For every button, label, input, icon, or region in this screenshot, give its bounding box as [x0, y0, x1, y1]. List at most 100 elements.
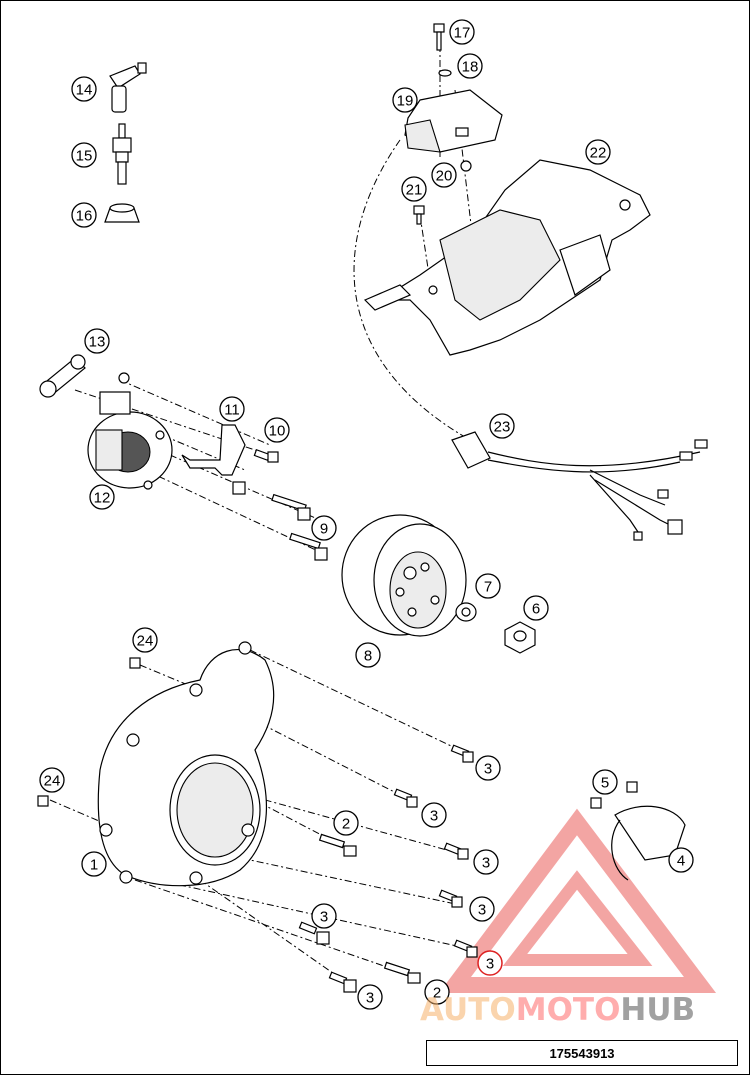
callout-3: 3 [475, 755, 501, 781]
callout-circle [469, 896, 495, 922]
callout-label: 14 [76, 82, 93, 99]
callout-label: 8 [364, 648, 372, 665]
callout-label: 11 [224, 402, 240, 419]
callout-label: 2 [342, 816, 350, 833]
ignition-coil-4 [611, 805, 686, 881]
callout-3: 3 [473, 849, 499, 875]
callout-3: 3 [421, 802, 447, 828]
callout-7: 7 [475, 573, 501, 599]
callout-label: 4 [677, 853, 685, 870]
holder-bracket-22 [363, 159, 651, 356]
callout-3: 3 [469, 896, 495, 922]
callout-19: 19 [392, 87, 418, 113]
callout-circle [219, 396, 245, 422]
rotor-8 [341, 514, 467, 637]
callout-circle [392, 87, 418, 113]
callout-circle [81, 851, 107, 877]
plug-24-upper [129, 657, 141, 669]
brand-auto: AUTO [420, 992, 516, 1028]
callout-13: 13 [84, 328, 110, 354]
callout-6: 6 [523, 595, 549, 621]
washer-18 [438, 69, 452, 77]
callout-10: 10 [264, 417, 290, 443]
bolts-9 [271, 493, 328, 561]
callout-circle [357, 984, 383, 1010]
callout-label: 22 [590, 145, 607, 162]
callout-label: 6 [532, 601, 540, 618]
callout-circle [473, 849, 499, 875]
callout-label: 10 [269, 423, 286, 440]
callout-11: 11 [219, 396, 245, 422]
screw-12-small [232, 481, 246, 495]
callout-circle [311, 515, 337, 541]
spark-plug-15 [112, 123, 132, 185]
callout-circle [71, 76, 97, 102]
callout-20: 20 [431, 162, 457, 188]
callout-2: 2 [424, 979, 450, 1005]
document-number-box: 175543913 [426, 1040, 738, 1066]
callout-4: 4 [668, 847, 694, 873]
callout-2: 2 [333, 810, 359, 836]
wiring-harness-23 [451, 431, 708, 541]
callout-circle [585, 139, 611, 165]
callout-label: 16 [76, 208, 93, 225]
callout-label: 3 [478, 902, 486, 919]
callout-9: 9 [311, 515, 337, 541]
brand-moto: MOTO [515, 992, 621, 1028]
callout-circle [84, 328, 110, 354]
seal-ring-16 [104, 203, 140, 223]
callout-circle [668, 847, 694, 873]
document-number: 175543913 [549, 1045, 615, 1061]
callout-label: 3 [366, 990, 374, 1007]
callout-22: 22 [585, 139, 611, 165]
callout-12: 12 [89, 484, 115, 510]
callout-3: 3 [357, 984, 383, 1010]
callout-circle [71, 202, 97, 228]
callout-circle [489, 413, 515, 439]
washer-7 [455, 602, 477, 622]
bracket-11 [181, 424, 246, 476]
callout-circle [421, 802, 447, 828]
callout-circle [89, 484, 115, 510]
callout-label: 24 [44, 773, 61, 790]
callout-circle [401, 176, 427, 202]
callout-circle [264, 417, 290, 443]
callout-3: 3 [477, 950, 503, 976]
screws-5 [590, 781, 638, 809]
callout-label: 7 [484, 579, 492, 596]
plug-24-lower [37, 795, 49, 807]
callout-circle [333, 810, 359, 836]
callout-label: 3 [486, 956, 494, 973]
callout-circle [592, 769, 618, 795]
callout-label: 3 [484, 761, 492, 778]
callout-24: 24 [132, 627, 158, 653]
callout-16: 16 [71, 202, 97, 228]
callout-layer: 1718192220211415161311101292376824241223… [39, 19, 694, 1010]
callout-label: 17 [454, 25, 471, 42]
screw-21 [413, 205, 425, 225]
callout-18: 18 [457, 53, 483, 79]
ignition-cover-1 [97, 641, 275, 887]
callout-21: 21 [401, 176, 427, 202]
bolt-17 [433, 23, 445, 51]
callout-label: 24 [137, 633, 154, 650]
callout-circle [431, 162, 457, 188]
callout-label: 5 [601, 775, 609, 792]
cable-holder-13 [39, 354, 86, 398]
callout-circle [523, 595, 549, 621]
stator-12 [87, 372, 173, 490]
nut-6 [504, 621, 536, 654]
callout-1: 1 [81, 851, 107, 877]
callout-label: 23 [494, 419, 511, 436]
callout-label: 13 [89, 334, 106, 351]
cover-bolts [298, 744, 478, 993]
spark-plug-cap-14 [109, 62, 147, 113]
callout-14: 14 [71, 76, 97, 102]
callout-3: 3 [311, 903, 337, 929]
callout-label: 19 [397, 93, 414, 110]
callout-circle [475, 573, 501, 599]
callout-8: 8 [355, 642, 381, 668]
callout-circle [477, 950, 503, 976]
screw-10 [253, 449, 279, 463]
callout-label: 15 [76, 148, 93, 165]
